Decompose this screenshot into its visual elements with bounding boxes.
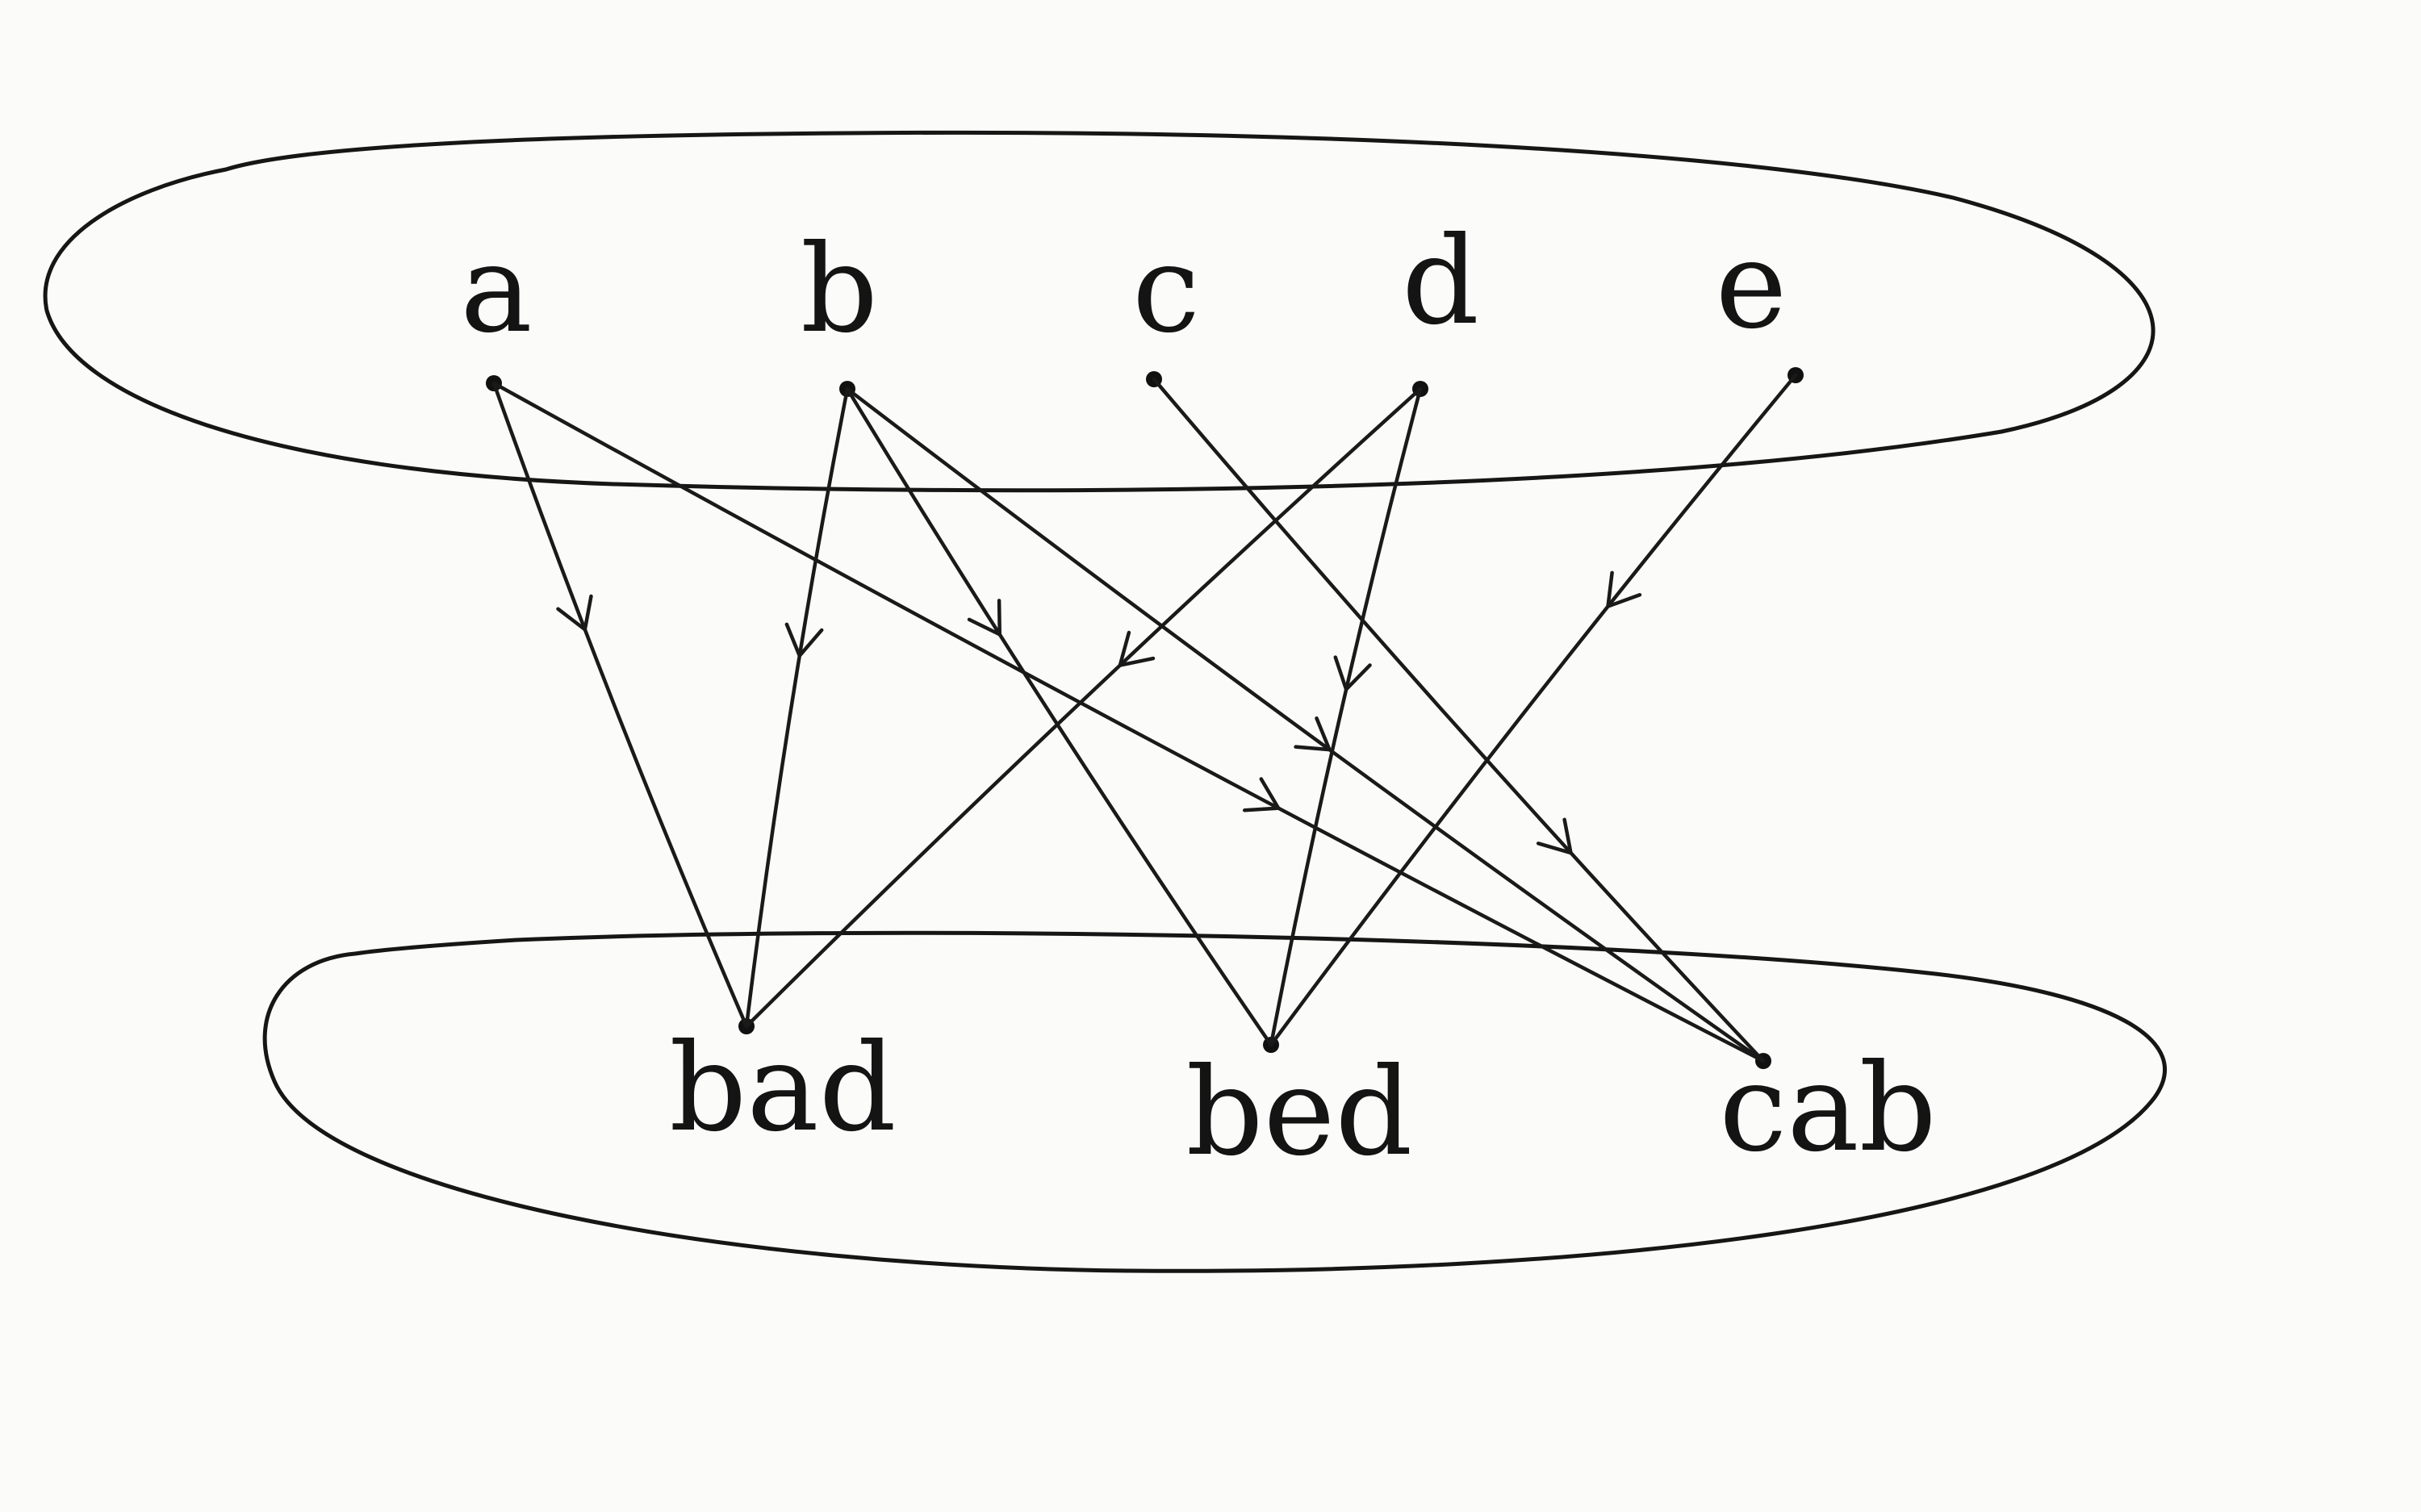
arrow-c-cab bbox=[1536, 817, 1573, 855]
bottom-set-outline bbox=[262, 930, 2167, 1273]
edge-b-bad bbox=[744, 386, 850, 1029]
arrow-b-bed bbox=[967, 599, 1002, 637]
arrow-d-bad bbox=[1118, 630, 1156, 667]
node-e-label: e bbox=[1716, 215, 1788, 356]
arrow-a-cab bbox=[1242, 777, 1281, 812]
edge-e-bed bbox=[1269, 373, 1798, 1047]
edge-a-bad bbox=[491, 381, 749, 1029]
edge-d-bad bbox=[744, 386, 1423, 1029]
arrow-e-bed bbox=[1606, 570, 1642, 608]
edge-d-bed bbox=[1269, 386, 1423, 1047]
node-c-label: c bbox=[1132, 219, 1200, 360]
top-set-outline bbox=[43, 130, 2155, 493]
node-a-label: a bbox=[460, 219, 532, 360]
node-b-label: b bbox=[801, 219, 878, 360]
node-bed-label: bed bbox=[1186, 1042, 1413, 1183]
arrow-d-bed bbox=[1333, 655, 1372, 691]
edge-b-cab bbox=[845, 386, 1766, 1063]
arrow-a-bad bbox=[556, 594, 593, 632]
arrow-b-cab bbox=[1294, 716, 1332, 752]
node-cab-label: cab bbox=[1719, 1038, 1936, 1179]
edge-c-cab bbox=[1152, 377, 1766, 1063]
arrow-b-bad bbox=[784, 622, 824, 658]
node-bad-label: bad bbox=[669, 1018, 896, 1159]
node-d-label: d bbox=[1402, 211, 1479, 352]
edge-a-cab bbox=[491, 381, 1766, 1063]
edge-b-bed bbox=[845, 386, 1273, 1047]
edges-layer bbox=[486, 367, 1804, 1069]
